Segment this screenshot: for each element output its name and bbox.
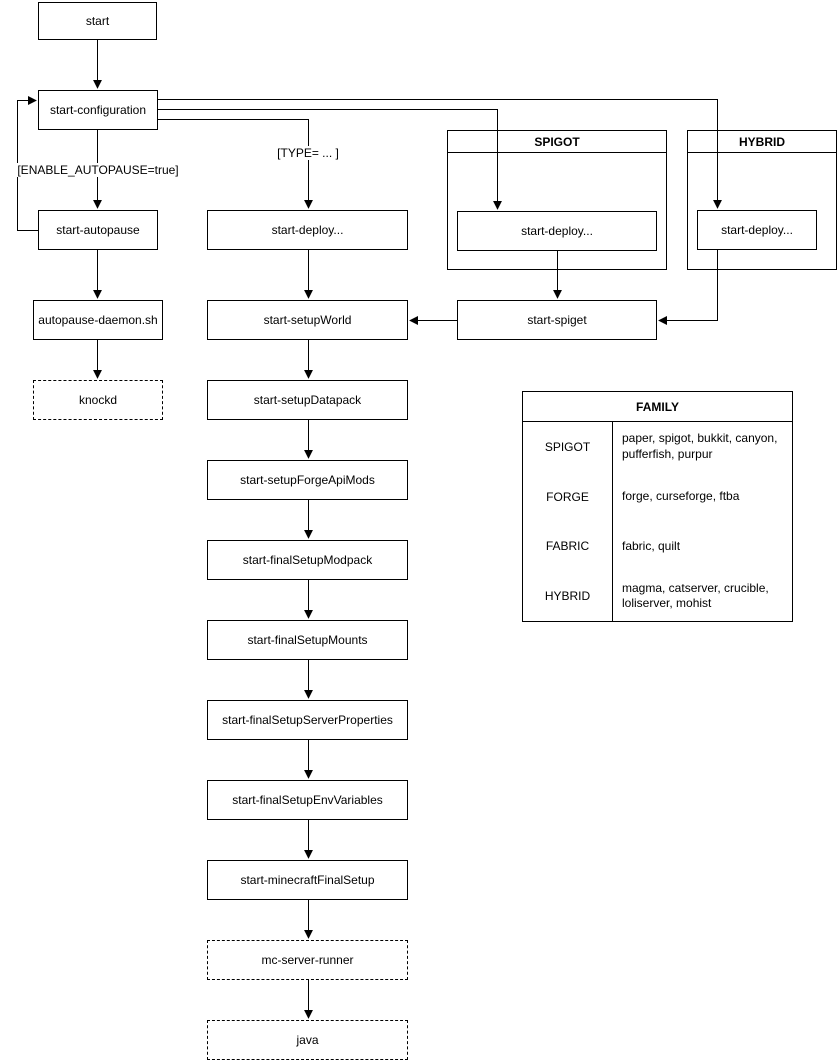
family-members: paper, spigot, bukkit, canyon, pufferfis… bbox=[622, 431, 778, 461]
node-start: start bbox=[38, 2, 157, 40]
node-start-setup-datapack: start-setupDatapack bbox=[207, 380, 408, 420]
family-members: magma, catserver, crucible, loliserver, … bbox=[622, 580, 769, 611]
family-members: fabric, quilt bbox=[622, 538, 681, 553]
node-start-setup-forge-api-mods: start-setupForgeApiMods bbox=[207, 460, 408, 500]
family-table: FAMILY SPIGOT paper, spigot, bukkit, can… bbox=[522, 391, 793, 622]
node-java: java bbox=[207, 1020, 408, 1060]
container-hybrid-title: HYBRID bbox=[688, 131, 836, 153]
node-start-deploy: start-deploy... bbox=[207, 210, 408, 250]
family-row-fabric: FABRIC fabric, quilt bbox=[523, 521, 792, 572]
container-spigot-title: SPIGOT bbox=[448, 131, 666, 153]
family-name: FORGE bbox=[523, 471, 613, 522]
node-start-configuration: start-configuration bbox=[38, 90, 158, 130]
node-start-minecraft-final-setup: start-minecraftFinalSetup bbox=[207, 860, 408, 900]
family-table-body: SPIGOT paper, spigot, bukkit, canyon, pu… bbox=[523, 422, 792, 621]
node-hybrid-start-deploy: start-deploy... bbox=[697, 210, 817, 250]
family-table-title: FAMILY bbox=[523, 392, 792, 422]
node-start-autopause: start-autopause bbox=[38, 210, 158, 250]
node-start-final-setup-env-variables: start-finalSetupEnvVariables bbox=[207, 780, 408, 820]
family-row-hybrid: HYBRID magma, catserver, crucible, lolis… bbox=[523, 571, 792, 621]
node-spigot-start-deploy: start-deploy... bbox=[457, 211, 657, 251]
node-mc-server-runner: mc-server-runner bbox=[207, 940, 408, 980]
node-start-spiget: start-spiget bbox=[457, 300, 657, 340]
family-members: forge, curseforge, ftba bbox=[622, 488, 740, 503]
edge-label-enable-autopause: [ENABLE_AUTOPAUSE=true] bbox=[15, 163, 181, 177]
node-start-setup-world: start-setupWorld bbox=[207, 300, 408, 340]
family-name: FABRIC bbox=[523, 521, 613, 572]
node-start-final-setup-mounts: start-finalSetupMounts bbox=[207, 620, 408, 660]
node-autopause-daemon: autopause-daemon.sh bbox=[33, 300, 163, 340]
family-row-spigot: SPIGOT paper, spigot, bukkit, canyon, pu… bbox=[523, 422, 792, 472]
node-start-final-setup-modpack: start-finalSetupModpack bbox=[207, 540, 408, 580]
family-row-forge: FORGE forge, curseforge, ftba bbox=[523, 471, 792, 522]
node-start-final-setup-server-properties: start-finalSetupServerProperties bbox=[207, 700, 408, 740]
family-name: HYBRID bbox=[523, 571, 613, 621]
family-name: SPIGOT bbox=[523, 422, 613, 472]
edge-label-type: [TYPE= ... ] bbox=[275, 146, 341, 160]
node-knockd: knockd bbox=[33, 380, 163, 420]
